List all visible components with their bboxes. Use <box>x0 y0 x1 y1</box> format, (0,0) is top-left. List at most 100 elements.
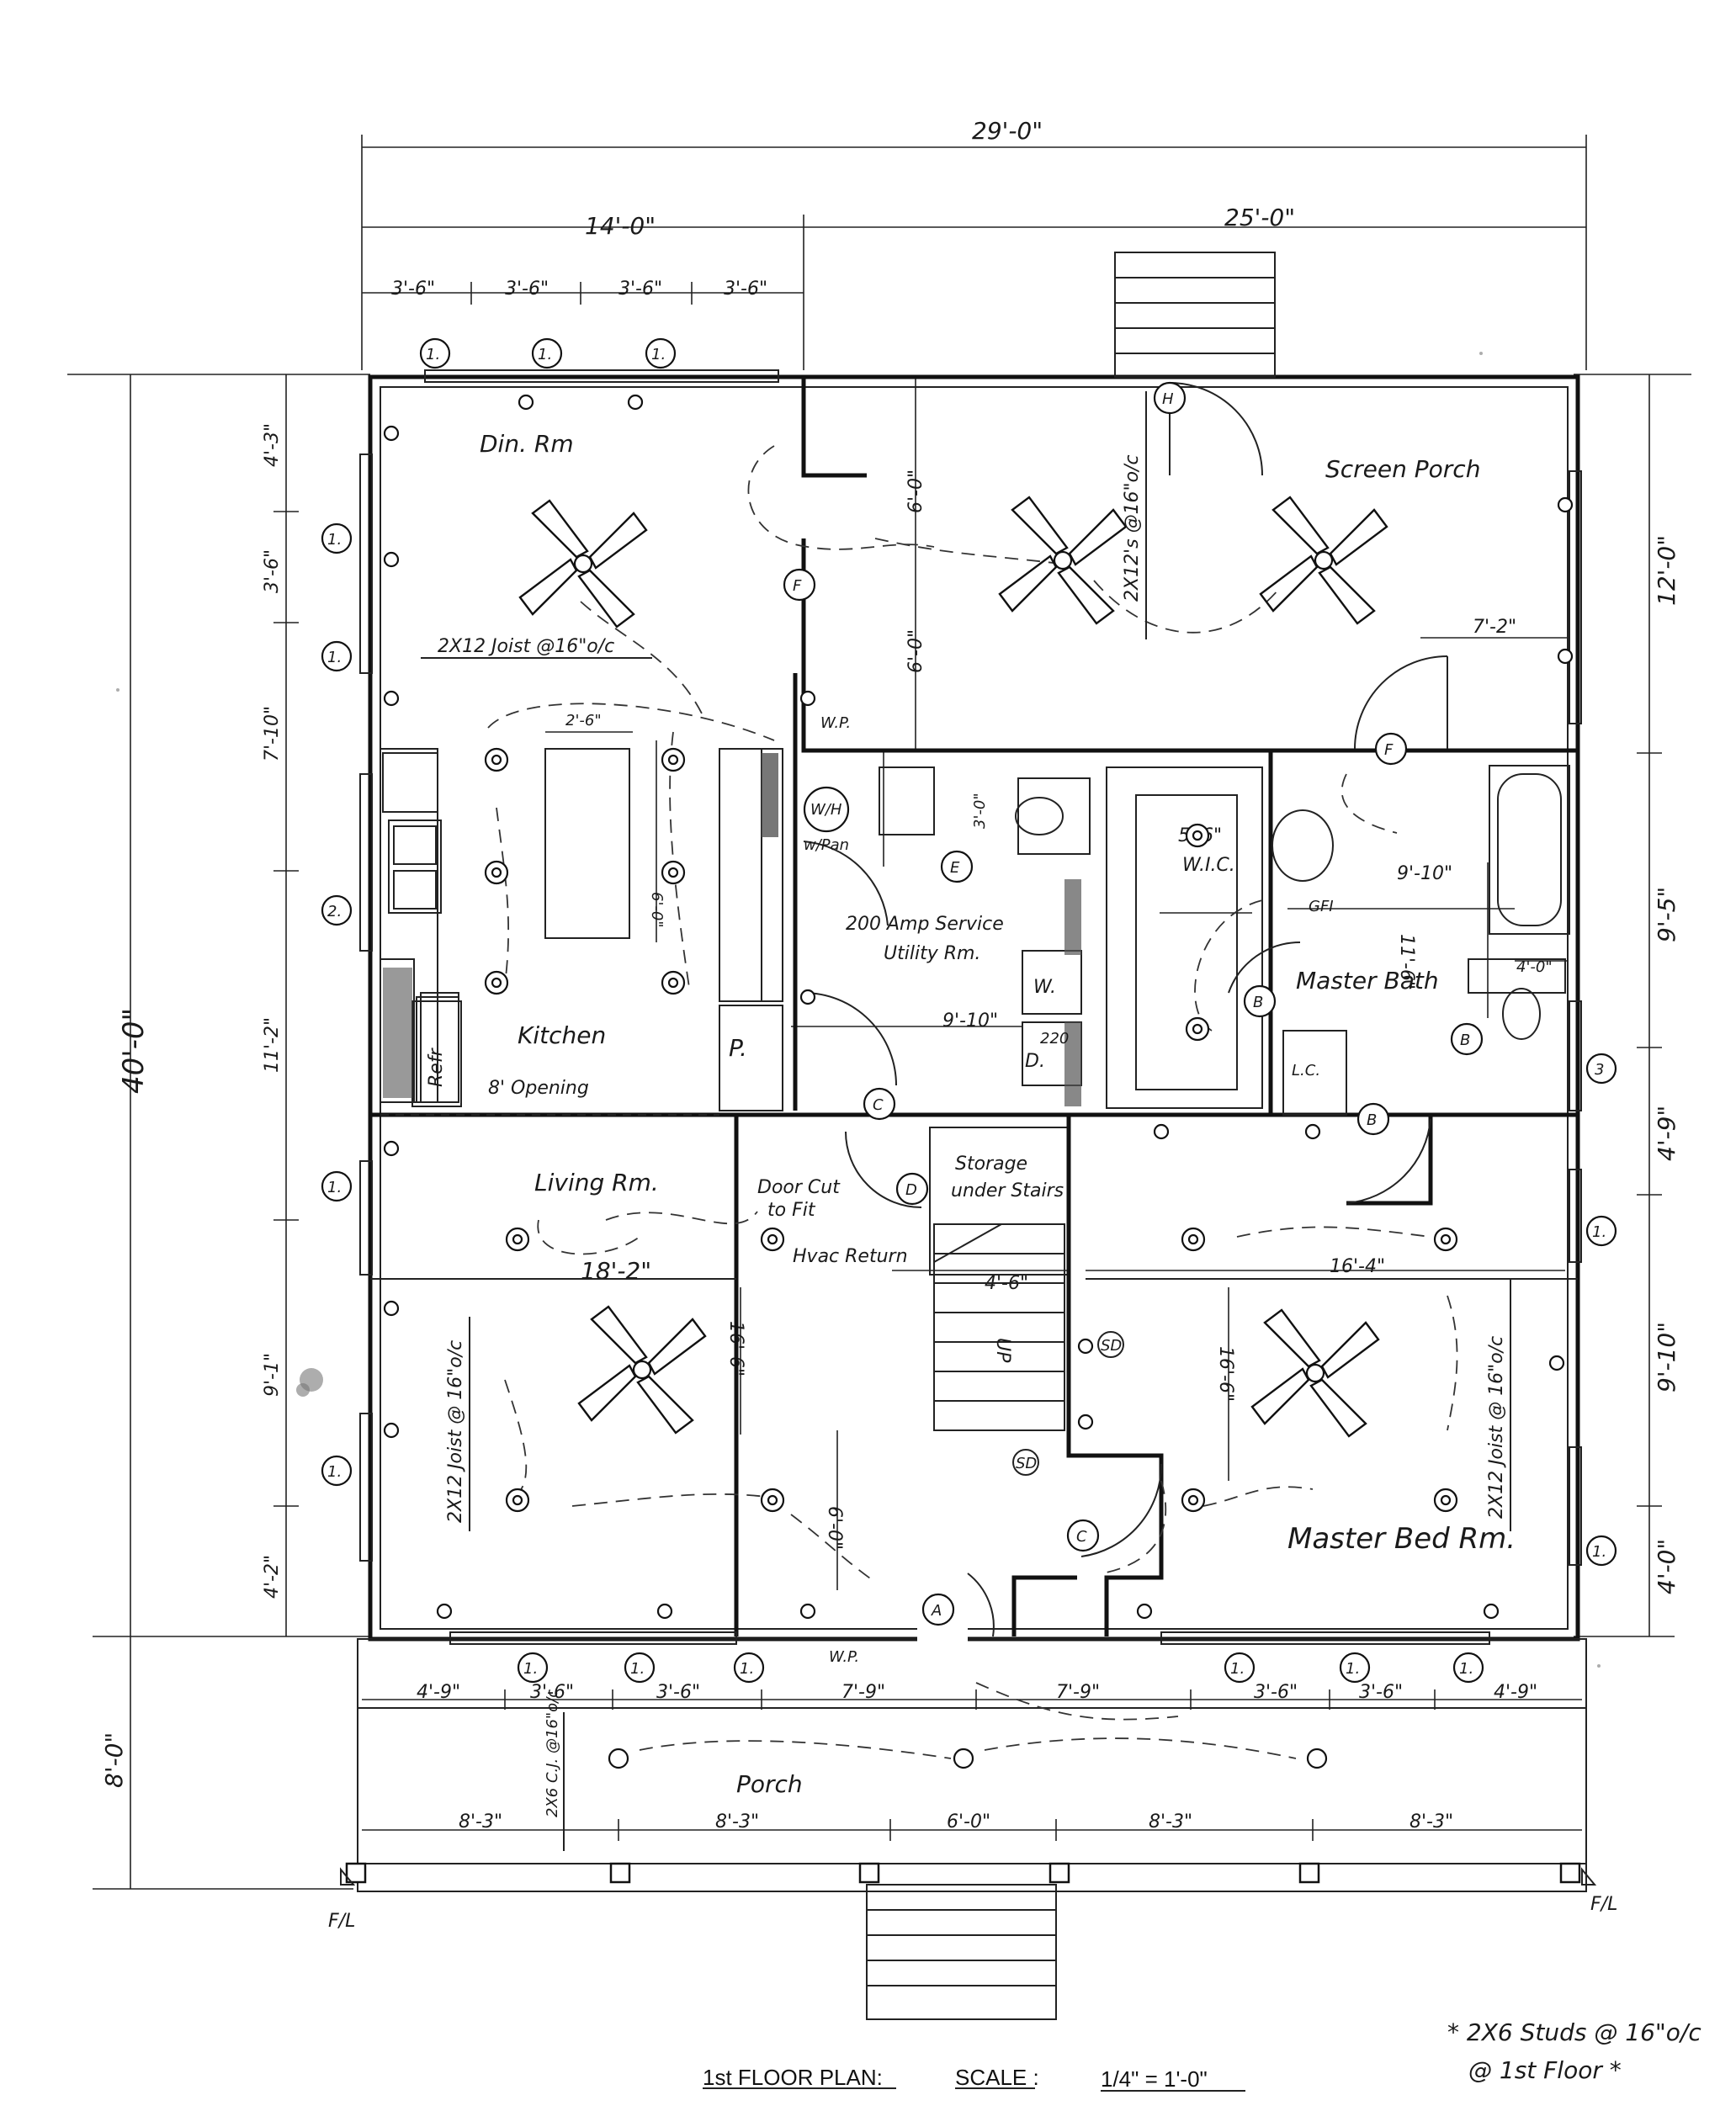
recessed-lights <box>484 747 1458 1769</box>
window-tag: 3 <box>1595 1061 1604 1079</box>
room-master-bath: Master Bath <box>1296 967 1439 995</box>
window-tag: 1. <box>1459 1660 1473 1678</box>
dim-9-10-utility: 9'-10" <box>942 1010 998 1032</box>
stud-note-line1: * 2X6 Studs @ 16"o/c <box>1447 2018 1701 2046</box>
window-tag: 1. <box>327 531 342 549</box>
joist-note-dining: 2X12 Joist @16"o/c <box>438 636 614 657</box>
dim-left-f: 4'-2" <box>262 1555 283 1599</box>
dim-island-6ft: 6'-0" <box>648 892 666 928</box>
light-fixture <box>661 860 686 885</box>
room-storage-sub: under Stairs <box>951 1180 1064 1201</box>
door-tag: H <box>1162 390 1174 408</box>
light-fixture <box>1433 1227 1458 1252</box>
room-dining: Din. Rm <box>480 430 574 458</box>
door-tag: A <box>931 1602 942 1620</box>
light-fixture <box>953 1748 974 1769</box>
light-fixture <box>1181 1227 1206 1252</box>
door-tag: B <box>1367 1111 1377 1129</box>
window-tags: 1. 1. 1. 1. 1. 2. 1. 1. 1. 1. 1. 1. 1. 1… <box>321 337 1617 1684</box>
light-fixture <box>608 1748 629 1769</box>
dim-front-4: 7'-9" <box>841 1682 885 1703</box>
dim-right-a: 12'-0" <box>1653 535 1680 606</box>
dim-left-a: 4'-3" <box>262 423 283 467</box>
joist-note-porch: 2X6 C.J. @16"o/c <box>544 1689 561 1817</box>
window-tag: 1. <box>327 1179 342 1196</box>
stair-up-label: UP <box>992 1338 1013 1363</box>
window-tag: 1. <box>1592 1543 1606 1561</box>
dimension-lines <box>67 135 1691 1890</box>
dim-front-6: 3'-6" <box>1254 1682 1298 1703</box>
dimension-labels: 29'-0" 14'-0" 25'-0" 3'-6" 3'-6" 3'-6" 3… <box>100 117 1680 1833</box>
door-tag: B <box>1253 994 1263 1011</box>
light-fixture <box>760 1488 785 1513</box>
room-storage: Storage <box>955 1154 1027 1175</box>
dim-porch-3: 6'-0" <box>947 1811 990 1833</box>
gfi-label: GFI <box>1309 898 1334 915</box>
light-fixture <box>1306 1748 1328 1769</box>
room-living: Living Rm. <box>534 1169 659 1196</box>
dim-front-3: 3'-6" <box>656 1682 700 1703</box>
hvac-label: Hvac Return <box>793 1246 908 1267</box>
stud-note-line2: @ 1st Floor * <box>1468 2056 1622 2084</box>
service-label: 200 Amp Service <box>846 914 1004 935</box>
window-tag: 1. <box>538 346 552 363</box>
title-block: 1st FLOOR PLAN: SCALE : 1/4" = 1'-0" * 2… <box>703 2018 1701 2092</box>
light-fixture <box>760 1227 785 1252</box>
door-tag: C <box>873 1096 884 1114</box>
washer-label: W. <box>1033 977 1056 998</box>
linen-closet-label: L.C. <box>1292 1062 1320 1079</box>
door-cut-label-2: to Fit <box>767 1200 816 1221</box>
foundation-line-right: F/L <box>1590 1894 1617 1915</box>
window-tag: 1. <box>1592 1223 1606 1241</box>
ceiling-fan-dining <box>518 499 648 629</box>
dim-window-3: 3'-6" <box>618 278 662 300</box>
door-swings <box>803 382 1448 1637</box>
window-tag: 1. <box>1346 1660 1360 1678</box>
dim-6ft-hall: 6'-0" <box>824 1506 845 1550</box>
ceiling-fan-master-bed <box>1250 1308 1380 1438</box>
light-fixture <box>661 970 686 995</box>
dim-porch-2: 8'-3" <box>715 1811 759 1833</box>
joist-note-master-bed: 2X12 Joist @ 16"o/c <box>1486 1336 1507 1519</box>
room-kitchen: Kitchen <box>518 1021 606 1049</box>
smoke-detector-icon <box>1097 1331 1124 1358</box>
light-fixture <box>1185 823 1210 848</box>
dim-porch-1: 8'-3" <box>459 1811 502 1833</box>
foundation-marker-icon <box>1581 1867 1597 1886</box>
room-labels: Din. Rm Screen Porch Kitchen Utility Rm.… <box>480 430 1516 1798</box>
window-tag: 1. <box>1230 1660 1245 1678</box>
smoke-detector-label: SD <box>1101 1337 1122 1355</box>
dim-7-2: 7'-2" <box>1473 617 1516 638</box>
window-tag: 1. <box>651 346 666 363</box>
dim-right-section: 25'-0" <box>1224 204 1295 231</box>
dim-11-6: 11'-6" <box>1396 934 1417 989</box>
dim-9-10-bath: 9'-10" <box>1397 863 1452 884</box>
door-tag: F <box>793 577 802 595</box>
room-porch: Porch <box>736 1770 803 1798</box>
window-tag: 1. <box>740 1660 754 1678</box>
joist-note-screen-porch: 2X12's @16"o/c <box>1122 454 1143 602</box>
ceiling-fan-screen-porch-right <box>1259 496 1388 625</box>
dim-18-2: 18'-2" <box>581 1257 651 1285</box>
dim-window-1: 3'-6" <box>391 278 435 300</box>
dim-porch-4: 8'-3" <box>1149 1811 1192 1833</box>
light-fixture <box>484 970 509 995</box>
dim-left-e: 9'-1" <box>262 1353 283 1397</box>
light-fixture <box>484 860 509 885</box>
dim-left-section: 14'-0" <box>585 212 656 240</box>
foundation-marker-icon <box>340 1867 356 1886</box>
window-tag: 1. <box>426 346 440 363</box>
joist-notes: 2X12 Joist @16"o/c 2X12's @16"o/c 2X12 J… <box>421 391 1511 1851</box>
foundation-line-left: F/L <box>328 1911 355 1932</box>
dim-16-4: 16'-4" <box>1330 1256 1385 1277</box>
window-tag: 2. <box>327 903 342 920</box>
smoke-detector-label: SD <box>1016 1455 1037 1472</box>
door-tags: H F F E C C D B B B A <box>783 381 1484 1626</box>
plan-title: 1st FLOOR PLAN: <box>703 2065 883 2090</box>
dim-window-2: 3'-6" <box>505 278 549 300</box>
dim-16-6-bed: 16'-6" <box>1215 1346 1236 1402</box>
pantry-label: P. <box>729 1034 747 1062</box>
opening-label: 8' Opening <box>488 1078 589 1099</box>
dim-front-5: 7'-9" <box>1056 1682 1100 1703</box>
